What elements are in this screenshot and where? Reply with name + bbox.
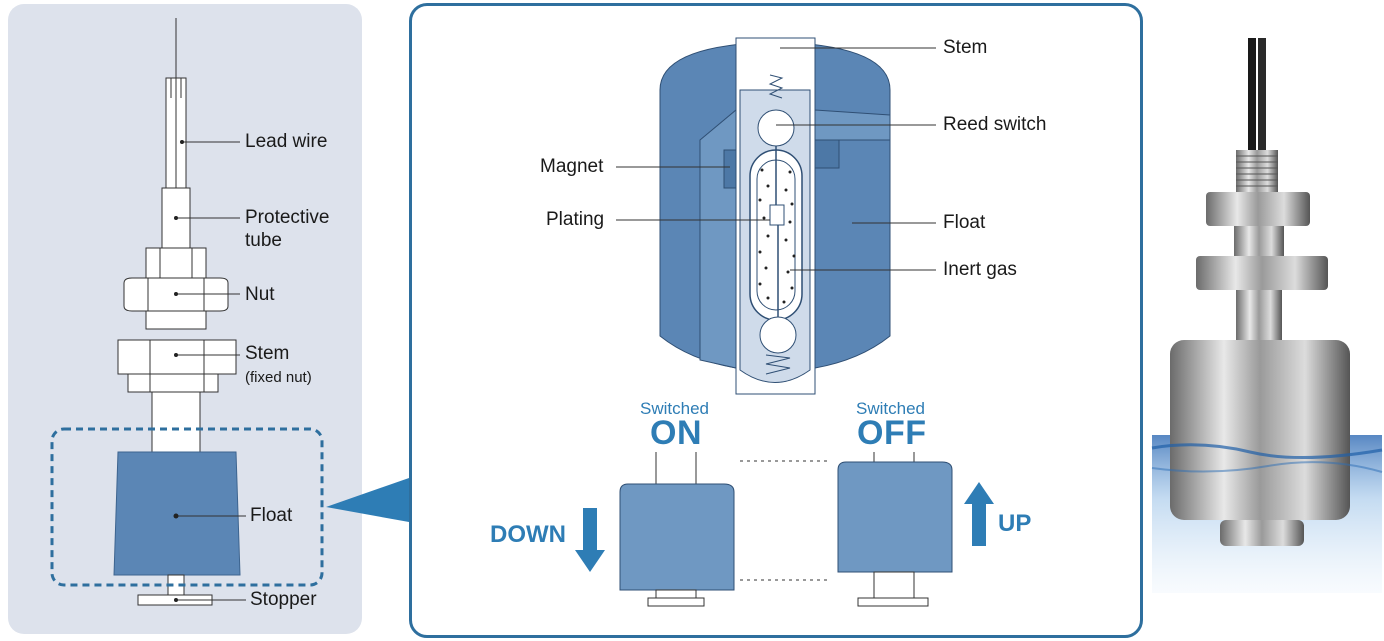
off-status: OFF bbox=[857, 414, 927, 452]
label-reed-switch: Reed switch bbox=[943, 114, 1047, 135]
left-float bbox=[113, 451, 241, 576]
label-float-left: Float bbox=[250, 505, 293, 526]
label-inert-gas: Inert gas bbox=[943, 259, 1017, 280]
label-stem-center: Stem bbox=[943, 37, 988, 58]
label-float-center: Float bbox=[943, 212, 986, 233]
off-caption: Switched bbox=[856, 399, 925, 418]
up-label: UP bbox=[998, 510, 1032, 537]
label-protective-tube-line2: tube bbox=[245, 230, 282, 251]
label-plating: Plating bbox=[546, 209, 605, 230]
label-lead-wire: Lead wire bbox=[245, 131, 328, 152]
product-photo bbox=[1151, 38, 1383, 593]
on-caption: Switched bbox=[640, 399, 709, 418]
label-stem: Stem bbox=[245, 343, 290, 364]
center-leader-lines bbox=[616, 47, 936, 271]
magnet-right bbox=[814, 139, 840, 169]
down-arrow bbox=[575, 508, 605, 572]
center-panel bbox=[409, 3, 1143, 638]
label-magnet: Magnet bbox=[540, 156, 604, 177]
label-stem-note: (fixed nut) bbox=[245, 369, 312, 386]
left-leader-lines bbox=[176, 141, 246, 601]
float-highlight-box bbox=[50, 427, 324, 587]
stem-fixed-nut bbox=[117, 339, 237, 375]
on-state-illustration bbox=[619, 452, 735, 607]
up-arrow bbox=[964, 482, 994, 546]
down-label: DOWN bbox=[490, 521, 566, 548]
label-stopper: Stopper bbox=[250, 589, 317, 610]
callout-pointer bbox=[326, 478, 409, 522]
label-nut: Nut bbox=[245, 284, 275, 305]
off-state-illustration bbox=[837, 452, 953, 607]
on-status: ON bbox=[650, 414, 702, 452]
left-float-switch-drawing bbox=[117, 18, 237, 453]
label-protective-tube-line1: Protective bbox=[245, 207, 330, 228]
